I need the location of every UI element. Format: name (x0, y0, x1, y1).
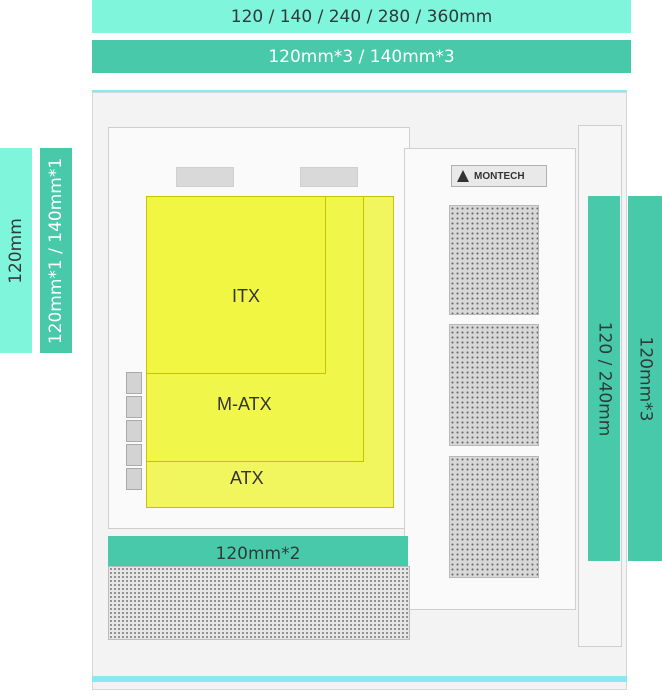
itx-board (146, 196, 326, 374)
brand-logo: MONTECH (451, 165, 547, 187)
rear-fans-band: 120mm*1 / 140mm*1 (40, 148, 72, 353)
bottom-fans-label: 120mm*2 (215, 544, 301, 564)
front-mesh-fan-1 (449, 205, 539, 315)
expansion-slot (126, 372, 142, 394)
side-fans-band: 120mm*3 (628, 196, 662, 561)
brand-logo-text: MONTECH (474, 170, 525, 182)
matx-label: M-ATX (217, 394, 272, 414)
bottom-led-strip (92, 676, 627, 682)
psu-shroud-mesh (108, 566, 410, 640)
rear-radiator-label: 120mm (6, 217, 27, 284)
side-fans-label: 120mm*3 (635, 336, 656, 421)
atx-label: ATX (230, 468, 264, 488)
top-fans-label: 120mm*3 / 140mm*3 (268, 46, 455, 67)
front-mesh-fan-3 (449, 456, 539, 578)
rear-fans-label: 120mm*1 / 140mm*1 (46, 157, 66, 344)
montech-triangle-icon (457, 170, 469, 182)
top-fan-slot-1 (176, 167, 234, 187)
top-radiator-label: 120 / 140 / 240 / 280 / 360mm (230, 6, 493, 27)
top-radiator-band: 120 / 140 / 240 / 280 / 360mm (92, 0, 631, 33)
expansion-slot (126, 420, 142, 442)
top-fan-slot-2 (300, 167, 358, 187)
side-radiator-band: 120 / 240mm (588, 196, 620, 561)
expansion-slot (126, 444, 142, 466)
rear-radiator-band: 120mm (0, 148, 32, 353)
expansion-slot (126, 396, 142, 418)
itx-label: ITX (232, 286, 261, 306)
side-radiator-label: 120 / 240mm (594, 321, 614, 436)
front-mesh-fan-2 (449, 324, 539, 446)
top-fans-band: 120mm*3 / 140mm*3 (92, 40, 631, 73)
expansion-slot (126, 468, 142, 490)
